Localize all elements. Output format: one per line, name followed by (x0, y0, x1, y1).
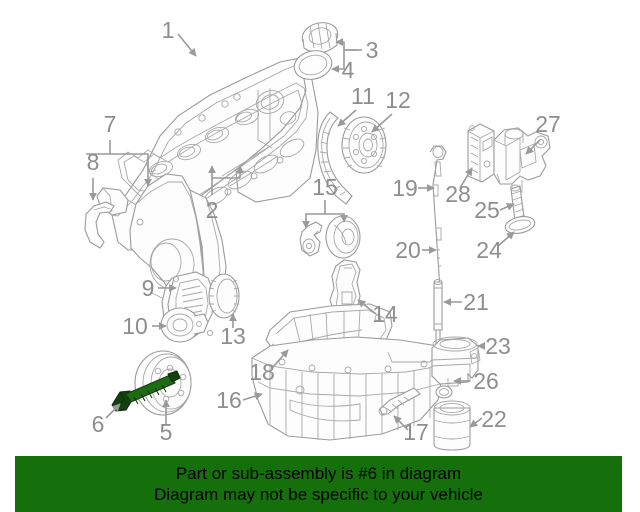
callout-label-25: 25 (474, 197, 500, 223)
part-oil-filler-cap-seal (293, 50, 333, 80)
part-oil-pan (251, 336, 453, 441)
part-tensioner-bolt (299, 221, 323, 257)
callout-label-9: 9 (142, 275, 155, 301)
callout-label-16: 16 (216, 387, 242, 413)
banner-line-2: Diagram may not be specific to your vehi… (154, 485, 483, 504)
callout-label-11: 11 (351, 83, 375, 109)
callout-label-2: 2 (206, 197, 219, 223)
callout-label-13: 13 (220, 323, 246, 349)
callout-label-6: 6 (92, 411, 105, 437)
callout-label-20: 20 (395, 237, 421, 263)
callout-label-5: 5 (160, 419, 173, 445)
part-oil-filter-housing (431, 336, 481, 387)
callout-label-19: 19 (392, 175, 418, 201)
part-o-ring (504, 216, 536, 234)
part-oil-filter (433, 400, 471, 451)
callout-label-4: 4 (342, 57, 355, 83)
part-oil-filler-cap (301, 22, 339, 54)
part-timing-cover-bracket (84, 201, 115, 249)
part-tensioner-pulley (325, 215, 361, 259)
leader-lines (86, 33, 541, 431)
callout-label-15: 15 (312, 174, 338, 200)
callout-label-28: 28 (445, 181, 471, 207)
callout-label-21: 21 (463, 289, 489, 315)
callout-label-7: 7 (104, 111, 117, 137)
part-filter-seal (435, 385, 453, 399)
callout-label-18: 18 (249, 359, 275, 385)
callout-label-24: 24 (476, 237, 502, 263)
callout-label-17: 17 (403, 419, 429, 445)
banner-line-1: Part or sub-assembly is #6 in diagram (175, 464, 462, 483)
part-dipstick (429, 145, 447, 311)
part-timing-belt (317, 111, 353, 205)
callout-label-22: 22 (481, 406, 507, 432)
part-oil-pump-housing (493, 127, 551, 193)
callout-labels: 1 2 3 4 5 6 7 8 9 10 11 12 13 14 15 16 1… (87, 17, 561, 445)
part-dipstick-tube (433, 279, 443, 347)
part-crankshaft-sprocket (208, 273, 240, 319)
callout-label-26: 26 (473, 368, 499, 394)
callout-label-1: 1 (162, 17, 175, 43)
callout-label-23: 23 (485, 333, 511, 359)
callout-label-27: 27 (535, 111, 561, 137)
part-oil-drain-plug (378, 387, 421, 416)
part-oil-pump-cover (467, 123, 495, 183)
callout-label-14: 14 (372, 301, 398, 327)
callout-label-12: 12 (385, 87, 411, 113)
exploded-parts-diagram: 1 2 3 4 5 6 7 8 9 10 11 12 13 14 15 16 1… (84, 17, 561, 451)
part-crankshaft-seal-plate (160, 307, 209, 343)
callout-label-10: 10 (122, 313, 148, 339)
callout-label-8: 8 (87, 149, 100, 175)
diagram-note-banner: Part or sub-assembly is #6 in diagram Di… (15, 456, 622, 512)
callout-label-3: 3 (366, 37, 379, 63)
